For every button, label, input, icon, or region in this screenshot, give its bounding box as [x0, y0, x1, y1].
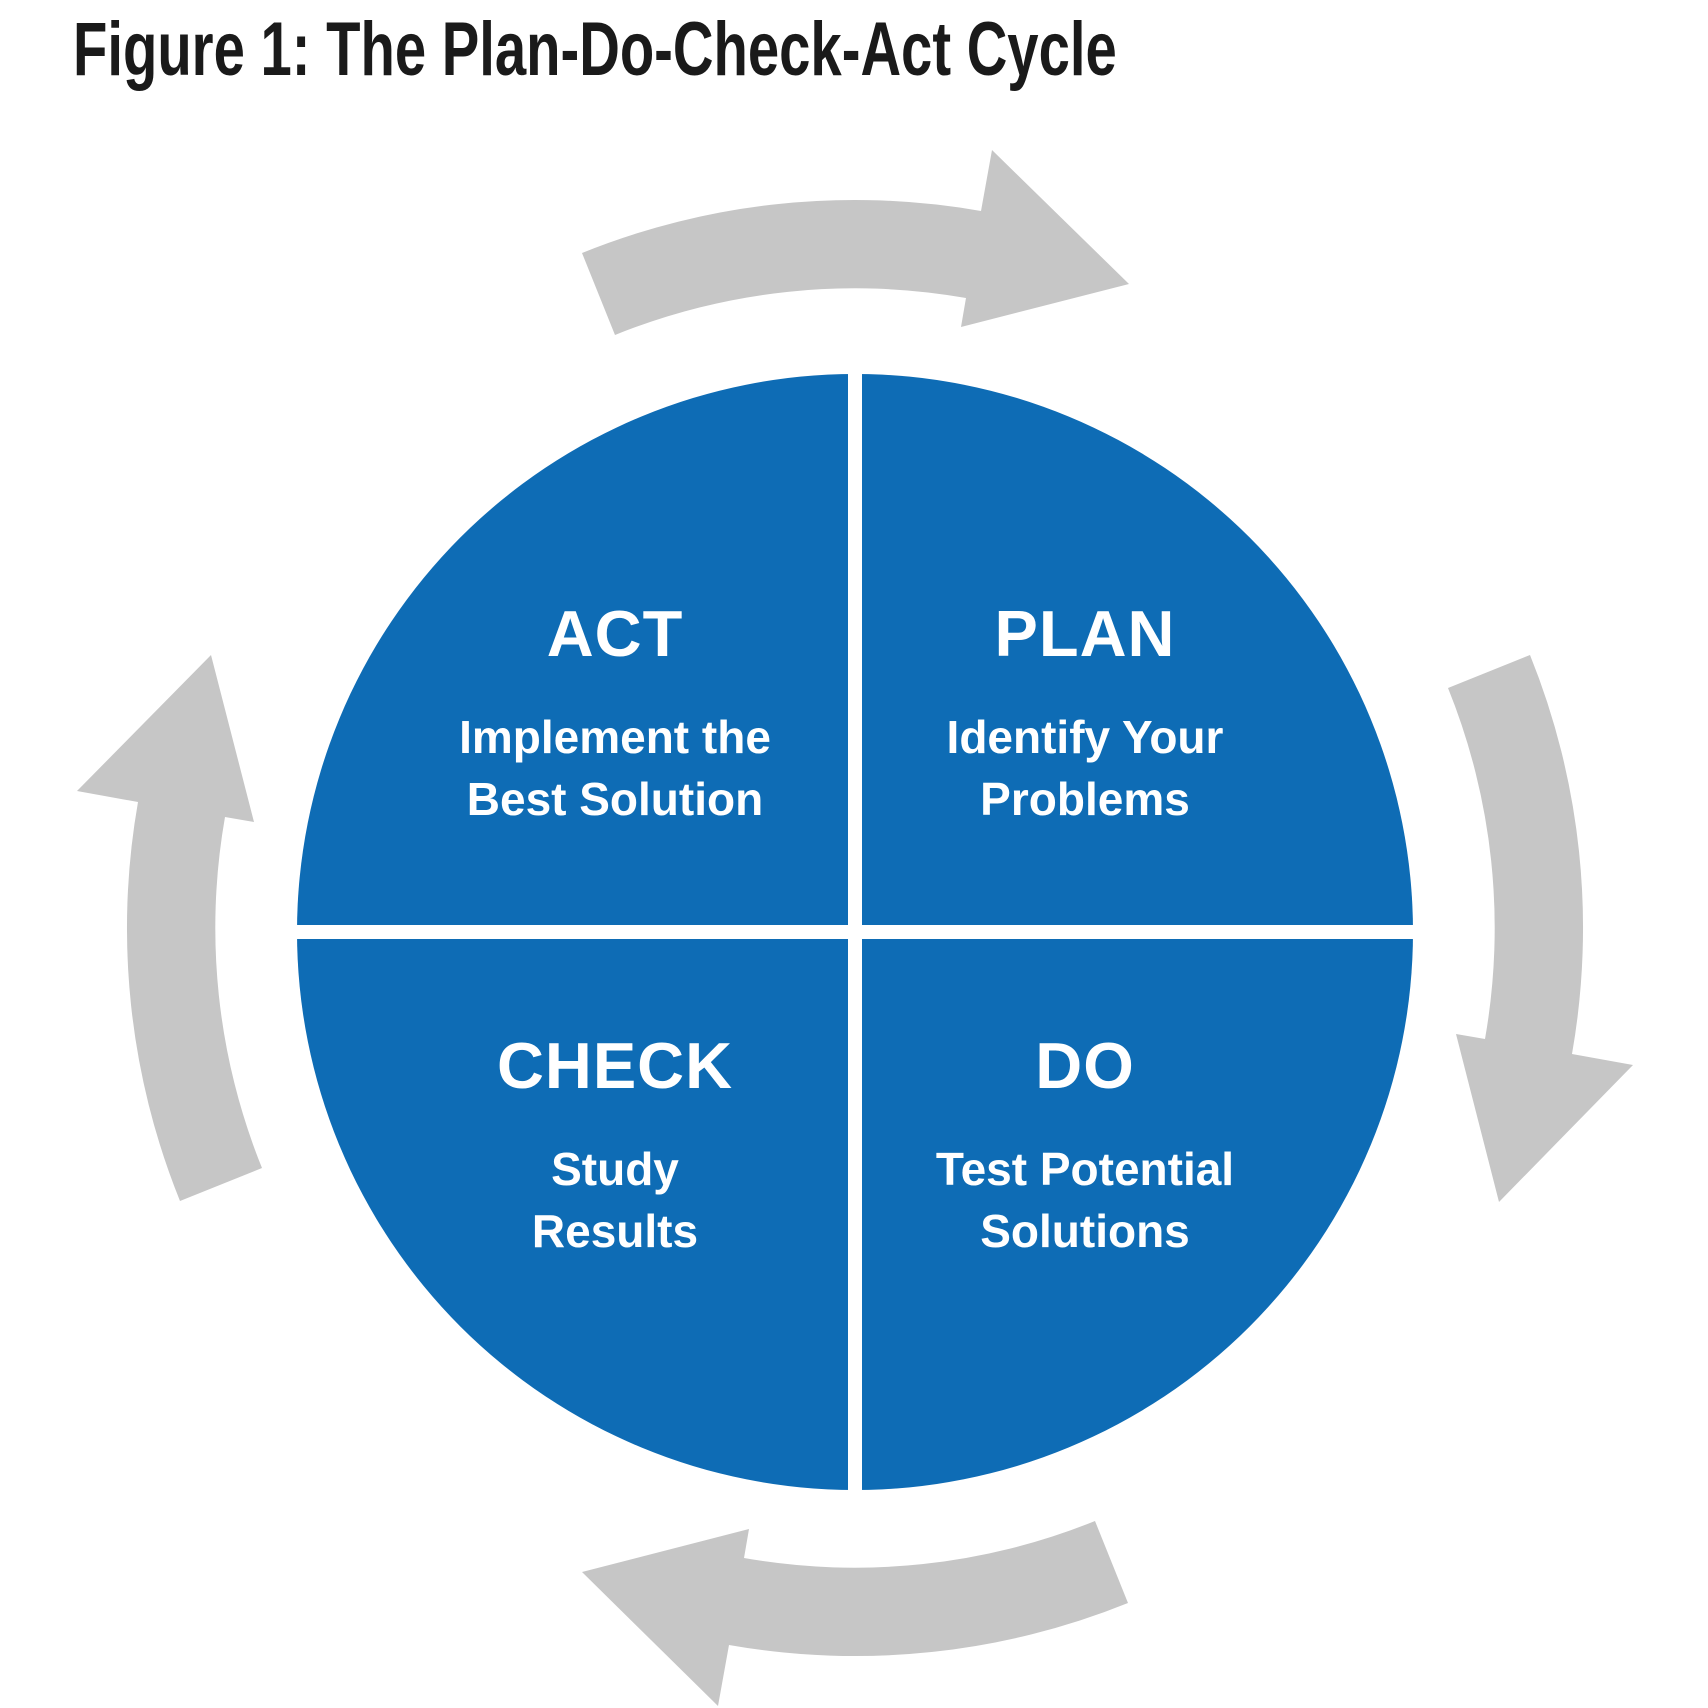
quadrant-do: DO Test Potential Solutions [825, 1028, 1345, 1262]
do-description-line-2: Solutions [980, 1205, 1190, 1257]
quadrant-plan: PLAN Identify Your Problems [825, 596, 1345, 830]
plan-description-line-1: Identify Your [946, 711, 1224, 763]
check-description-line-1: Study [551, 1143, 679, 1195]
clockwise-arrow-bottom-icon [582, 1521, 1128, 1706]
do-description-line-1: Test Potential [935, 1143, 1235, 1195]
do-description: Test Potential Solutions [825, 1138, 1345, 1262]
quadrant-act: ACT Implement the Best Solution [355, 596, 875, 830]
check-description-line-2: Results [531, 1205, 699, 1257]
check-description: Study Results [355, 1138, 875, 1262]
do-heading: DO [1035, 1029, 1135, 1102]
act-description-line-2: Best Solution [466, 773, 764, 825]
clockwise-arrow-left-icon [77, 655, 262, 1201]
figure-title: Figure 1: The Plan-Do-Check-Act Cycle [73, 7, 1117, 92]
act-heading: ACT [546, 597, 684, 670]
check-heading: CHECK [496, 1029, 734, 1102]
clockwise-arrow-top-icon [582, 150, 1129, 335]
plan-description-line-2: Problems [980, 773, 1190, 825]
act-description-line-1: Implement the [459, 711, 771, 763]
plan-heading: PLAN [994, 597, 1176, 670]
act-description: Implement the Best Solution [355, 706, 875, 830]
plan-description: Identify Your Problems [825, 706, 1345, 830]
quadrant-check: CHECK Study Results [355, 1028, 875, 1262]
clockwise-arrow-right-icon [1448, 655, 1633, 1202]
